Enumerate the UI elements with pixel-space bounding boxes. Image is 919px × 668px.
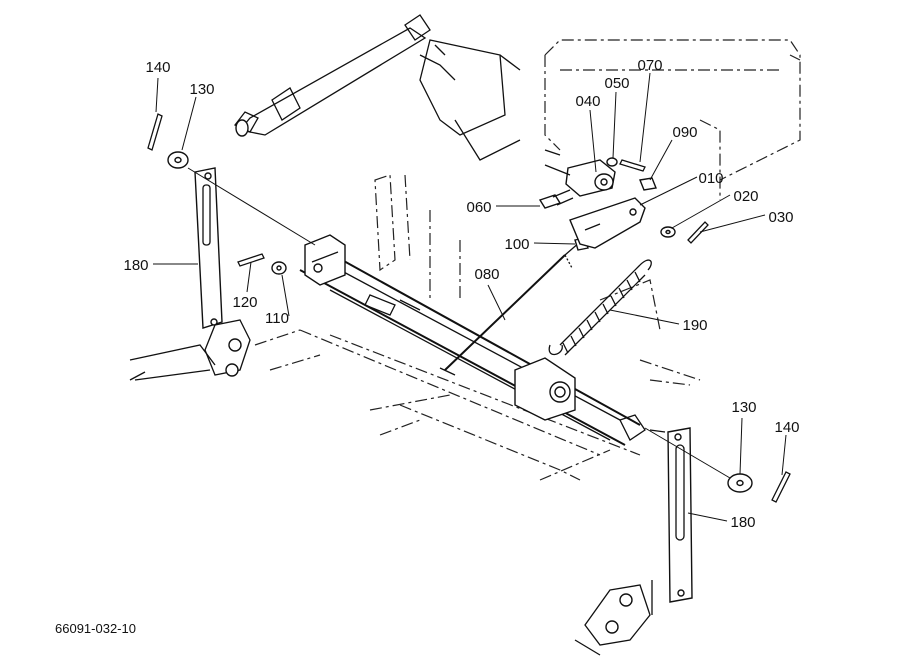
washer-050 xyxy=(606,157,618,167)
right-washer-130 xyxy=(727,473,753,493)
callout-190: 190 xyxy=(682,317,707,334)
callout-030: 030 xyxy=(768,209,793,226)
left-lift-link xyxy=(129,167,251,381)
callout-020: 020 xyxy=(733,188,758,205)
callout-180-right: 180 xyxy=(730,514,755,531)
callout-060: 060 xyxy=(466,199,491,216)
callout-180-left: 180 xyxy=(123,257,148,274)
right-lift-link xyxy=(574,427,693,656)
callout-130-upper-left: 130 xyxy=(189,81,214,98)
callout-140-upper-left: 140 xyxy=(145,59,170,76)
callout-040: 040 xyxy=(575,93,600,110)
callout-130-right: 130 xyxy=(731,399,756,416)
bolt-060 xyxy=(538,189,574,209)
callout-140-right: 140 xyxy=(774,419,799,436)
callout-100: 100 xyxy=(504,236,529,253)
left-washer-130 xyxy=(167,151,189,169)
diagram-reference-number: 66091-032-10 xyxy=(55,621,136,636)
spring-190 xyxy=(548,259,652,356)
lift-cylinder xyxy=(233,14,521,161)
callout-050: 050 xyxy=(604,75,629,92)
rod-080 xyxy=(439,241,581,376)
callout-070: 070 xyxy=(637,57,662,74)
lever-040 xyxy=(544,149,616,197)
leader-lines xyxy=(153,72,787,522)
bracket-010 xyxy=(569,197,646,249)
callout-090: 090 xyxy=(672,124,697,141)
callout-010: 010 xyxy=(698,170,723,187)
callout-labels: 140 130 180 120 110 080 060 100 040 050 … xyxy=(123,57,799,531)
cotter-030 xyxy=(687,221,709,244)
callout-110: 110 xyxy=(265,310,289,327)
left-cotter-140 xyxy=(147,113,163,151)
cross-shaft xyxy=(299,234,646,446)
pin-070 xyxy=(619,159,646,172)
chassis-frame xyxy=(254,39,801,481)
callout-120: 120 xyxy=(232,294,257,311)
washer-020 xyxy=(660,226,676,238)
callout-080: 080 xyxy=(474,266,499,283)
right-cotter-140 xyxy=(771,471,791,503)
pin-120 xyxy=(237,253,265,267)
washer-110 xyxy=(271,261,287,275)
nut-090 xyxy=(639,177,657,191)
